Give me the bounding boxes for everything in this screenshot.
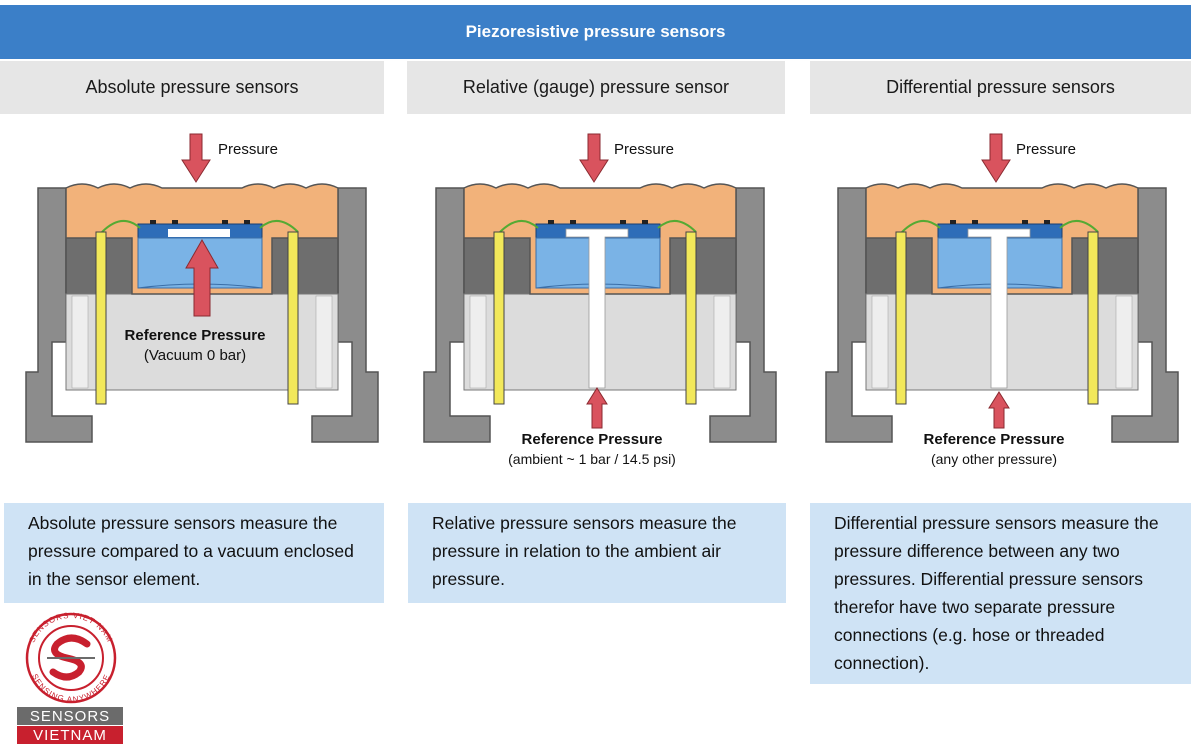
absolute-description: Absolute pressure sensors measure the pr… [4, 503, 384, 603]
relative-sensor-diagram: Pressure Reference Pressure (ambient ~ 1… [423, 133, 777, 467]
logo-emblem: SENSORS VIET NAM SENSING ANYWHERE [25, 611, 117, 704]
pressure-label: Pressure [218, 141, 278, 158]
reference-pressure-sub: (any other pressure) [931, 451, 1057, 467]
differential-sensor-diagram: Pressure Reference Pressure (any other p… [825, 133, 1179, 467]
logo-text-sensors: SENSORS [17, 707, 123, 725]
relative-description: Relative pressure sensors measure the pr… [408, 503, 786, 603]
reference-pressure-sub: (ambient ~ 1 bar / 14.5 psi) [508, 451, 676, 467]
header-differential: Differential pressure sensors [810, 61, 1191, 114]
reference-pressure-sub: (Vacuum 0 bar) [144, 347, 246, 364]
reference-pressure-label: Reference Pressure [924, 431, 1065, 448]
sensors-vietnam-logo: SENSORS VIET NAM SENSING ANYWHERE SENSOR… [17, 610, 125, 745]
pressure-label: Pressure [614, 141, 674, 158]
header-relative: Relative (gauge) pressure sensor [407, 61, 785, 114]
logo-text-vietnam: VIETNAM [17, 726, 123, 744]
absolute-sensor-diagram: Pressure Reference Pressure (Vacuum 0 ba… [25, 133, 379, 443]
reference-pressure-label: Reference Pressure [125, 327, 266, 344]
reference-pressure-label: Reference Pressure [522, 431, 663, 448]
differential-description: Differential pressure sensors measure th… [810, 503, 1191, 684]
pressure-label: Pressure [1016, 141, 1076, 158]
header-absolute: Absolute pressure sensors [0, 61, 384, 114]
page-title: Piezoresistive pressure sensors [0, 5, 1191, 59]
